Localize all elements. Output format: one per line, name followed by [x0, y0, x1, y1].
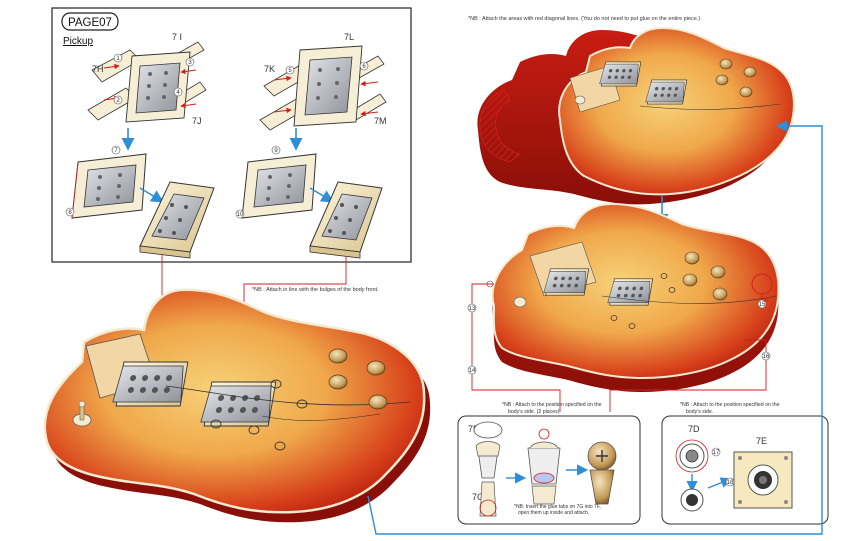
toggle-switch: [72, 400, 92, 427]
note-side-left-1: *NB : Attach to the position specified o…: [502, 402, 602, 408]
jack-plate-inset-right: 7D 7E: [661, 415, 829, 525]
bridge-pickup: [200, 381, 277, 427]
step-marker: 3: [188, 60, 192, 66]
note-glue-2: open them up inside and attach.: [518, 510, 589, 516]
part-label-7f: 7F: [468, 424, 479, 434]
control-knob: [328, 348, 388, 410]
pickup-exploded-right: [259, 45, 387, 131]
part-label-7i: 7 I: [172, 32, 182, 42]
note-glue-1: *NB: Insert the glue tabs on 7G into 7F,: [514, 504, 601, 510]
pickup-exploded-left: [87, 41, 207, 123]
step-marker: 5: [288, 68, 292, 74]
step-marker: 17: [713, 450, 720, 456]
flow-arrows: [367, 120, 823, 535]
pickup-frame-right: [241, 153, 317, 219]
part-label-7k: 7K: [264, 64, 275, 74]
section-title: Pickup: [63, 36, 93, 47]
step-marker: 6: [362, 64, 366, 70]
page-label: PAGE07: [68, 17, 112, 29]
step-marker: 15: [759, 302, 766, 308]
page-label-badge: [61, 12, 119, 31]
guitar-body-top-right: [477, 26, 795, 205]
step-marker: 7: [114, 148, 118, 154]
guitar-body-middle-right: [486, 202, 780, 392]
pickup-assembly-panel: PAGE07 Pickup 7 I 7H 7J 7L 7K 7M: [51, 7, 412, 263]
step-marker: 8: [68, 210, 72, 216]
neck-pickup: [112, 361, 189, 407]
part-label-7g: 7G: [472, 492, 484, 502]
part-label-7m: 7M: [374, 116, 387, 126]
step-marker: 14: [469, 368, 476, 374]
part-label-7h: 7H: [92, 64, 104, 74]
guitar-body-large: [43, 288, 431, 523]
note-side-left-2: body's side. (2 places): [508, 409, 560, 415]
step-marker: 16: [763, 354, 770, 360]
jack-assembly-inset-left: 7F 7G *NB: Insert the glue tabs on 7G in…: [457, 415, 641, 525]
step-marker: 9: [274, 148, 278, 154]
pickup-finished-left: [139, 181, 215, 259]
part-label-7l: 7L: [344, 32, 354, 42]
note-side-right-2: body's side.: [686, 409, 713, 415]
step-marker: 2: [116, 98, 120, 104]
step-marker: 18: [727, 480, 734, 486]
note-side-right-1: *NB : Attach to the position specified o…: [680, 402, 780, 408]
step-marker: 4: [176, 90, 180, 96]
step-marker: 10: [237, 212, 244, 218]
step-marker: 1: [116, 56, 120, 62]
part-label-7d: 7D: [688, 424, 700, 434]
note-top: *NB : Attach the areas with red diagonal…: [468, 16, 700, 22]
part-label-7e: 7E: [756, 436, 767, 446]
pickup-finished-right: [309, 181, 383, 259]
note-bulges: *NB : Attach in line with the bulges of …: [252, 287, 379, 293]
step-marker: 13: [469, 306, 476, 312]
pickup-frame-left: [71, 153, 147, 219]
part-label-7j: 7J: [192, 116, 202, 126]
